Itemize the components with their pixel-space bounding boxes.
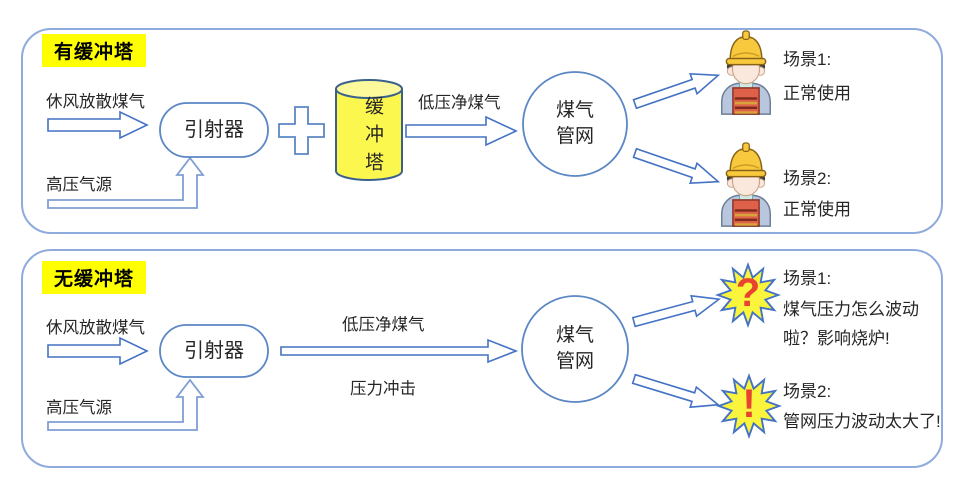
flow-label-top: 低压净煤气 — [342, 316, 425, 334]
flow-label: 低压净煤气 — [418, 94, 501, 112]
buffer-tower-label: 缓冲塔 — [362, 96, 383, 180]
scene-line: 管网压力波动太大了! — [783, 412, 941, 431]
scene-title: 场景2: — [783, 382, 832, 401]
scene2-arrow — [631, 373, 721, 409]
gas-network-label: 煤气 管网 — [555, 325, 594, 372]
blast-gas-label: 休风放散煤气 — [46, 93, 145, 111]
ejector-box — [159, 324, 269, 378]
long-flow-arrow — [280, 338, 519, 364]
scene-line: 正常使用 — [783, 84, 851, 103]
scene-line: 煤气压力怎么波动 — [783, 300, 919, 319]
question-badge: ? — [735, 271, 761, 315]
inlet-arrow — [47, 336, 149, 366]
exclamation-badge: ! — [742, 382, 756, 426]
ejector-label: 引射器 — [184, 340, 244, 362]
scene-title: 场景1: — [783, 269, 832, 288]
ejector-label: 引射器 — [184, 119, 244, 141]
scene1-arrow — [632, 73, 721, 110]
scene-title: 场景1: — [783, 50, 832, 69]
flow-arrow-to-network — [405, 115, 518, 147]
panel-title: 有缓冲塔 — [42, 34, 147, 67]
ejector-box — [159, 102, 269, 158]
blast-gas-label: 休风放散煤气 — [46, 319, 145, 337]
hp-source-bent-arrow — [47, 378, 205, 431]
worker-icon — [720, 142, 772, 227]
inlet-arrow — [47, 110, 149, 140]
hp-source-bent-arrow — [47, 156, 205, 209]
flow-label-bottom: 压力冲击 — [350, 380, 416, 398]
panel-title: 无缓冲塔 — [42, 261, 147, 294]
scene-line: 正常使用 — [783, 200, 851, 219]
gas-network-label: 煤气 管网 — [555, 100, 594, 147]
scene-title: 场景2: — [783, 169, 832, 188]
worker-icon — [720, 30, 772, 115]
gas-network-circle — [521, 295, 629, 403]
plus-icon — [278, 106, 325, 155]
scene1-arrow — [631, 294, 722, 328]
hp-source-label: 高压气源 — [46, 399, 112, 417]
gas-network-circle — [522, 71, 628, 177]
buffer-tower-cylinder — [335, 79, 403, 181]
scene-line: 啦？影响烧炉! — [783, 329, 890, 348]
hp-source-label: 高压气源 — [46, 176, 112, 194]
scene2-arrow — [632, 147, 721, 184]
